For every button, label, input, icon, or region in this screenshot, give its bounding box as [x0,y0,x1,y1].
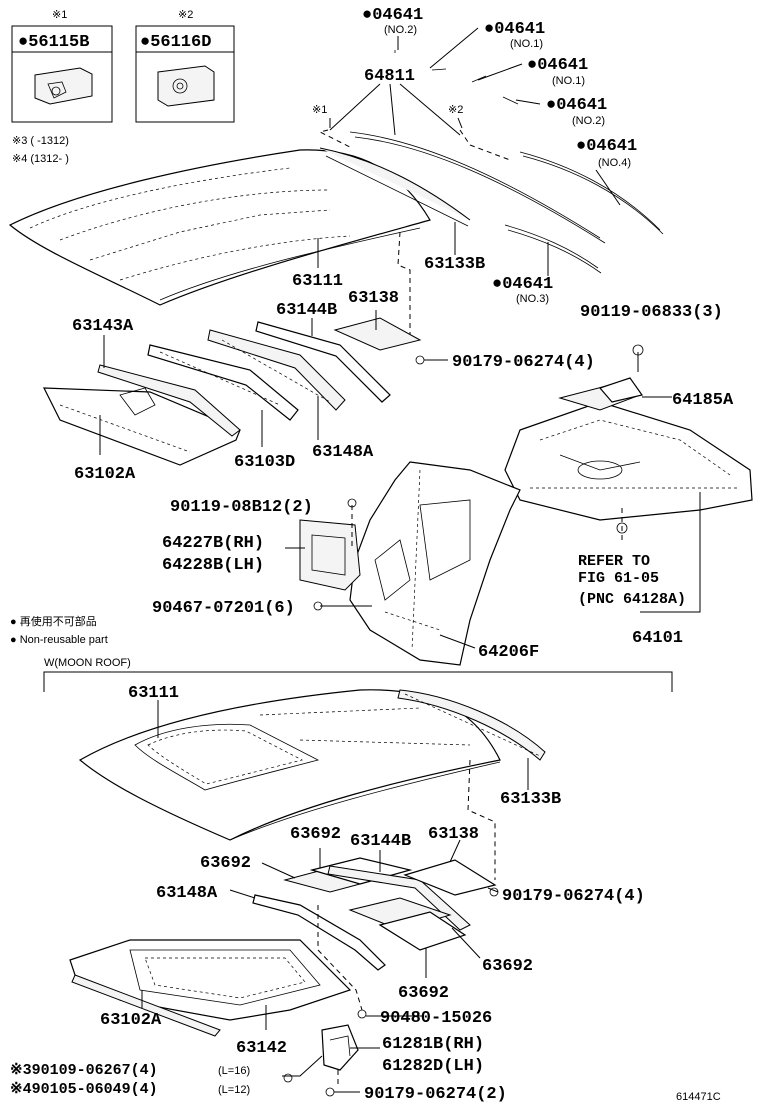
inset-code-2: ●56116D [140,33,211,52]
label-90119-06833: 90119-06833(3) [580,303,723,322]
label-63103D: 63103D [234,453,295,472]
label-04641-no3: ●04641 [492,275,553,294]
label-63148A-top: 63148A [312,443,374,462]
label-63144B-top: 63144B [276,301,337,320]
label-64811: 64811 [364,67,415,86]
label-90480: 90480-15026 [380,1009,492,1028]
label-63142: 63142 [236,1039,287,1058]
sublabel-90109: (L=16) [218,1065,250,1077]
label-63138-moonroof: 63138 [428,825,479,844]
label-04641-no1-b: ●04641 [527,56,588,75]
sublabel-04641-no4: (NO.4) [598,157,631,169]
legend-japanese: ● 再使用不可部品 [10,614,97,628]
label-63143A: 63143A [72,317,134,336]
label-90179-bottom: 90179-06274(2) [364,1085,507,1104]
figure-number: 614471C [676,1091,721,1103]
sublabel-90105: (L=12) [218,1084,250,1096]
label-63111-moonroof: 63111 [128,684,179,703]
label-63138-top: 63138 [348,289,399,308]
inset-code-1: ●56115B [18,33,89,52]
label-63133B-moonroof: 63133B [500,790,561,809]
label-04641-no1-a: ●04641 [484,20,545,39]
label-61282D: 61282D(LH) [382,1057,484,1076]
label-64206F: 64206F [478,643,539,662]
inset-marker-2: ※2 [178,9,193,21]
marker-1-top: ※1 [312,104,327,116]
label-90467: 90467-07201(6) [152,599,295,618]
sublabel-04641-no3: (NO.3) [516,293,549,305]
reference-line-1: REFER TO [578,553,650,570]
label-64228B: 64228B(LH) [162,556,264,575]
rear-leaders [285,492,701,649]
label-90119-08B12: 90119-08B12(2) [170,498,313,517]
label-63102A-moonroof: 63102A [100,1011,162,1030]
section-title: W(MOON ROOF) [44,657,131,669]
label-63692-d: 63692 [398,984,449,1003]
label-63144B-moonroof: 63144B [350,832,411,851]
sublabel-04641-no1-b: (NO.1) [552,75,585,87]
legend-english: ● Non-reusable part [10,634,108,646]
reference-line-3: (PNC 64128A) [578,591,686,608]
label-61281B: 61281B(RH) [382,1035,484,1054]
roof-bows-top [43,317,422,466]
label-63148A-moonroof: 63148A [156,884,218,903]
reference-line-2: FIG 61-05 [578,570,659,587]
label-04641-no2-b: ●04641 [546,96,607,115]
inset-marker-1: ※1 [52,9,67,21]
moonroof-lower-parts [69,857,497,1071]
label-63692-c: 63692 [482,957,533,976]
label-63133B-top: 63133B [424,255,485,274]
rear-pillar-panel [299,461,521,666]
label-63111-top: 63111 [292,272,343,291]
sublabel-04641-no2-b: (NO.2) [572,115,605,127]
label-90109: ※390109-06267(4) [10,1062,158,1079]
label-90179-top: 90179-06274(4) [452,353,595,372]
clip-inset-1: ※1 ●56115B [11,9,113,123]
label-90179-moonroof: 90179-06274(4) [502,887,645,906]
note-4: ※4 (1312- ) [12,153,69,165]
rear-floor-panel [504,344,753,540]
top-bow-leaders [99,310,448,455]
label-64185A: 64185A [672,391,734,410]
sublabel-04641-no1-a: (NO.1) [510,38,543,50]
label-04641-no4: ●04641 [576,137,637,156]
note-3: ※3 ( -1312) [12,135,69,147]
label-64227B: 64227B(RH) [162,534,264,553]
top-leaders [317,27,621,335]
section-bracket [43,671,673,692]
roof-panel-top [8,149,431,306]
label-04641-no2-top: ●04641 [362,6,423,25]
label-63102A-top: 63102A [74,465,136,484]
roof-moldings [319,50,664,274]
moonroof-leaders [157,700,529,880]
clip-inset-2: ※2 ●56116D [135,9,235,123]
label-63692-b: 63692 [200,854,251,873]
roof-panel-moonroof [78,689,546,841]
sublabel-04641-no2-top: (NO.2) [384,24,417,36]
marker-2-top: ※2 [448,104,463,116]
label-63692-a: 63692 [290,825,341,844]
moonroof-lower-leaders [141,839,499,1097]
label-64101: 64101 [632,629,683,648]
label-90105: ※490105-06049(4) [10,1081,158,1098]
